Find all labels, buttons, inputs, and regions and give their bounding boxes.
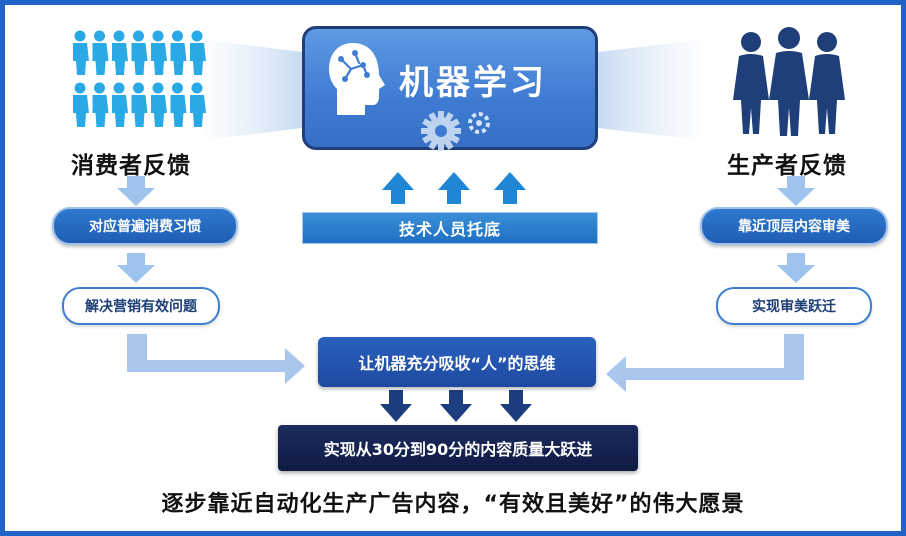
left-beam (205, 40, 302, 140)
person-figure (190, 30, 206, 75)
elbow-arrow-left-icon (127, 334, 305, 384)
people-crowd-icon (73, 30, 206, 127)
person-figure (73, 82, 89, 127)
consumer-feedback-title: 消费者反馈 (71, 153, 191, 179)
person-figure (112, 82, 128, 127)
elbow-arrow-right-icon (606, 334, 804, 392)
person-figure (170, 30, 187, 75)
gear-icon (421, 111, 490, 151)
person-figure (92, 82, 109, 127)
producer-feedback-title: 生产者反馈 (727, 153, 847, 179)
arrow-down-icon (777, 176, 815, 283)
consumer-step-habits: 对应普遍消费习惯 (52, 207, 238, 245)
person-figure (151, 30, 167, 75)
consumer-step-marketing: 解决营销有效问题 (62, 287, 220, 325)
merge-thinking-box: 让机器充分吸收“人”的思维 (318, 337, 596, 387)
producer-step-leap: 实现审美跃迁 (716, 287, 872, 325)
right-beam (598, 40, 700, 140)
tech-support-bar: 技术人员托底 (302, 212, 598, 244)
person-figure (73, 30, 89, 75)
machine-learning-box: 机器学习 (302, 26, 598, 151)
vision-statement: 逐步靠近自动化生产广告内容，“有效且美好”的伟大愿景 (161, 492, 745, 517)
person-figure (131, 30, 148, 75)
arrow-down-icon (117, 176, 155, 283)
quality-leap-box: 实现从30分到90分的内容质量大跃进 (278, 425, 638, 471)
machine-learning-title: 机器学习 (399, 63, 547, 103)
person-figure (170, 82, 187, 127)
arrow-down-dark-icon (380, 390, 532, 422)
producer-step-aesthetics: 靠近顶层内容审美 (700, 207, 888, 245)
arrow-up-icon (382, 172, 526, 204)
head-gear-icon (329, 43, 385, 115)
women-group-icon (733, 27, 845, 136)
person-figure (151, 82, 167, 127)
person-figure (112, 30, 128, 75)
person-figure (92, 30, 109, 75)
person-figure (131, 82, 148, 127)
person-figure (190, 82, 206, 127)
